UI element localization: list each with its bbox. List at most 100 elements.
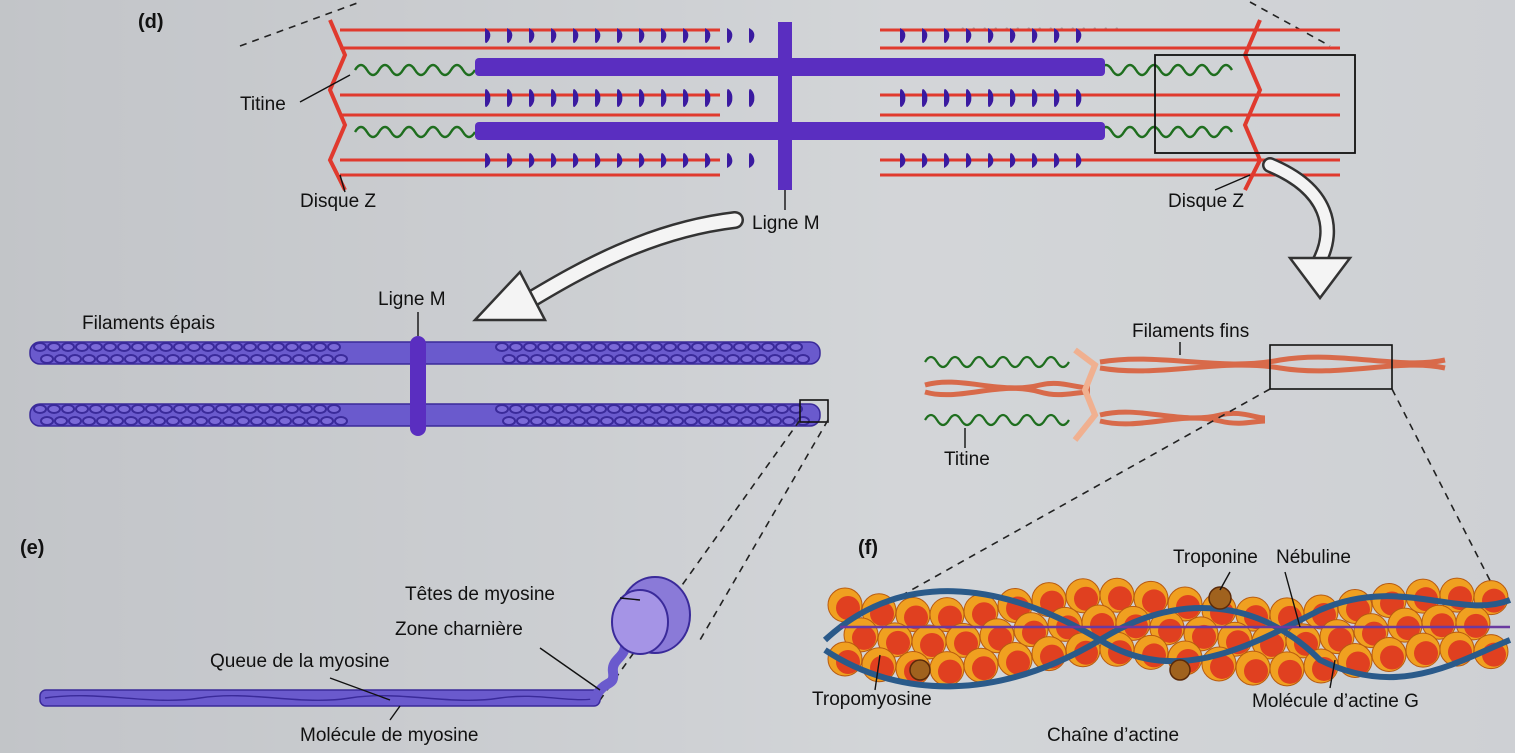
myosin-head-bump — [104, 405, 116, 413]
label-ligne-m-lower: Ligne M — [378, 290, 446, 309]
actin-g-bead-core — [1414, 641, 1438, 665]
myosin-head-bump — [279, 355, 291, 363]
myosin-head-bump — [776, 343, 788, 351]
myosin-head-bump — [132, 405, 144, 413]
myosin-head-bump — [531, 355, 543, 363]
myosin-head-bump — [545, 417, 557, 425]
myosin-head-mark — [727, 28, 732, 43]
myosin-head-bump — [237, 355, 249, 363]
myosin-head-bump — [524, 405, 536, 413]
myosin-head-bump — [517, 417, 529, 425]
myosin-head-bump — [615, 417, 627, 425]
myosin-head-bump — [552, 343, 564, 351]
myosin-head-mark — [617, 153, 622, 168]
myosin-head-bump — [90, 405, 102, 413]
myosin-head-bump — [622, 343, 634, 351]
z-disk-left — [330, 20, 345, 190]
myosin-head-bump — [139, 355, 151, 363]
label-actine-g: Molécule d’actine G — [1252, 692, 1419, 711]
myosin-head-bump — [636, 405, 648, 413]
myosin-head-bump — [720, 343, 732, 351]
myosin-head-bump — [783, 417, 795, 425]
myosin-head-bump — [258, 405, 270, 413]
myosin-head-bump — [216, 405, 228, 413]
label-nebuline: Nébuline — [1276, 548, 1351, 567]
label-filaments-epais: Filaments épais — [82, 314, 215, 333]
dashed-guide-line — [240, 2, 360, 46]
myosin-head-bump — [314, 343, 326, 351]
myosin-head-bump — [153, 417, 165, 425]
myosin-head-bump — [706, 343, 718, 351]
myosin-head-bump — [90, 343, 102, 351]
myosin-head-bump — [769, 417, 781, 425]
myosin-head-bump — [699, 355, 711, 363]
myosin-head-bump — [111, 417, 123, 425]
myosin-head-bump — [608, 343, 620, 351]
myosin-head-bump — [552, 405, 564, 413]
myosin-head-bump — [160, 405, 172, 413]
myosin-head-bump — [230, 343, 242, 351]
myosin-head-bump — [97, 355, 109, 363]
myosin-head-bump — [608, 405, 620, 413]
label-molecule-myosine: Molécule de myosine — [300, 726, 478, 745]
myosin-head-bump — [545, 355, 557, 363]
thin-filament-detail — [840, 342, 1500, 630]
myosin-head-bump — [209, 417, 221, 425]
myosin-head-mark — [683, 153, 688, 168]
myosin-head-bump — [223, 417, 235, 425]
myosin-head-bump — [328, 405, 340, 413]
myosin-head-bump — [111, 355, 123, 363]
myosin-head-bump — [573, 417, 585, 425]
myosin-head-bump — [153, 355, 165, 363]
label-disque-z-left: Disque Z — [300, 192, 376, 211]
myosin-head-bump — [601, 355, 613, 363]
myosin-head-mark — [749, 153, 754, 168]
myosin-head-bump — [174, 405, 186, 413]
myosin-head-bump — [664, 343, 676, 351]
myosin-head-bump — [748, 405, 760, 413]
myosin-head-bump — [118, 405, 130, 413]
myosin-head-bump — [286, 405, 298, 413]
myosin-head-bump — [279, 417, 291, 425]
myosin-head-mark — [944, 153, 949, 168]
myosin-head-mark — [1054, 153, 1059, 168]
myosin-head-bump — [657, 355, 669, 363]
myosin-head-bump — [118, 343, 130, 351]
myosin-head-bump — [643, 355, 655, 363]
myosin-head-bump — [615, 355, 627, 363]
myosin-head-bump — [321, 355, 333, 363]
myosin-head-bump — [566, 343, 578, 351]
m-line-knob — [410, 336, 426, 436]
myosin-head-bump — [209, 355, 221, 363]
actin-g-bead-core — [938, 660, 962, 684]
thick-filament-detail — [30, 312, 828, 700]
myosin-head-bump — [188, 405, 200, 413]
myosin-head-bump — [272, 405, 284, 413]
myosin-head-bump — [244, 343, 256, 351]
label-filaments-fins: Filaments fins — [1132, 322, 1249, 341]
myosin-head-bump — [307, 355, 319, 363]
myosin-head-bump — [573, 355, 585, 363]
myosin-head-mark — [595, 153, 600, 168]
myosin-head-bump — [335, 417, 347, 425]
myosin-head-mark — [573, 153, 578, 168]
myosin-head-mark — [1010, 153, 1015, 168]
myosin-head-bump — [531, 417, 543, 425]
myosin-head-bump — [195, 417, 207, 425]
myosin-head-bump — [713, 355, 725, 363]
myosin-head-bump — [146, 405, 158, 413]
troponin-knob — [1209, 587, 1231, 609]
panel-tag-e: (e) — [20, 538, 44, 558]
myosin-head-bump — [272, 343, 284, 351]
myosin-head-bump — [62, 405, 74, 413]
dashed-guide-line — [1250, 2, 1330, 46]
panel-tag-f: (f) — [858, 538, 878, 558]
myosin-head-bump — [685, 355, 697, 363]
myosin-head-bump — [510, 405, 522, 413]
myosin-head-mark — [749, 28, 754, 43]
label-queue-myosine: Queue de la myosine — [210, 652, 390, 671]
myosin-head-mark — [529, 153, 534, 168]
myosin-head-bump — [76, 343, 88, 351]
myosin-head-bump — [55, 355, 67, 363]
